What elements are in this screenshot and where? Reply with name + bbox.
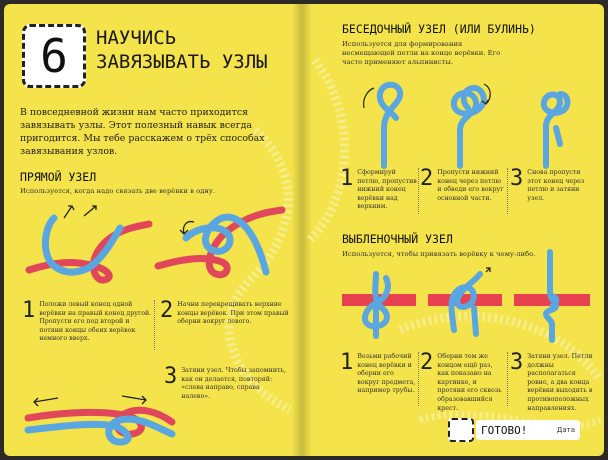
page-title-line1: НАУЧИСЬ	[96, 27, 177, 49]
step-text: Начни перекрещивать верхние концы верёво…	[177, 301, 289, 326]
step-number: 1	[340, 350, 354, 375]
step-text: Пропусти нижний конец через петлю и обве…	[437, 169, 504, 202]
square-knot-step-2: 2 Начни перекрещивать верхние концы верё…	[160, 300, 290, 327]
bowline-step-1: 1 Сформируй петлю, пропустив нижний коне…	[340, 168, 418, 212]
step-separator	[418, 352, 419, 406]
clove-hitch-step-3: 3 Затяни узел. Петли должны располагатьс…	[510, 350, 594, 413]
step-text: Возьми рабочий конец верёвки и оберни ег…	[357, 353, 416, 395]
step-text: Снова пропусти этот конец через петлю и …	[527, 169, 585, 202]
bowline-illustration-1	[363, 81, 404, 169]
bowline-subtitle: Используется для формирования несмещающе…	[342, 40, 501, 66]
square-knot-step-3: 3 Затяни узел. Чтобы запомнить, как он д…	[164, 364, 290, 401]
square-knot-subtitle: Используется, когда надо связать две вер…	[20, 187, 216, 195]
square-knot-title: ПРЯМОЙ УЗЕЛ	[20, 170, 97, 184]
square-knot-illustration-2	[154, 206, 286, 279]
bowline-title: БЕСЕДОЧНЫЙ УЗЕЛ (ИЛИ БУЛИНЬ)	[342, 22, 536, 36]
clove-hitch-step-2: 2 Оберни тем же концом ещё раз, как пока…	[420, 350, 506, 413]
bowline-step-2: 2 Пропусти нижний конец через петлю и об…	[420, 166, 506, 203]
step-separator	[154, 300, 155, 350]
step-number: 2	[160, 298, 174, 323]
step-text: Затяни узел. Чтобы запомнить, как он дел…	[181, 367, 286, 400]
step-text: Сформируй петлю, пропустив нижний конец …	[357, 169, 417, 211]
step-separator	[507, 168, 508, 214]
date-label: Дата	[556, 426, 575, 434]
page-title: НАУЧИСЬ ЗАВЯЗЫВАТЬ УЗЛЫ	[96, 26, 296, 74]
page-title-line2: ЗАВЯЗЫВАТЬ УЗЛЫ	[96, 51, 268, 73]
step-text: Положи левый конец одной верёвки на прав…	[39, 301, 152, 343]
clove-hitch-illustration-1	[342, 271, 416, 339]
step-number: 2	[420, 166, 434, 191]
square-knot-illustration-1	[25, 205, 153, 284]
step-number: 1	[22, 298, 36, 323]
step-number: 2	[420, 350, 434, 375]
done-checkbox[interactable]	[448, 418, 474, 442]
step-separator	[507, 352, 508, 406]
done-box: ГОТОВО! Дата	[448, 416, 580, 444]
step-number: 3	[510, 350, 524, 375]
square-knot-illustration-3	[24, 395, 176, 446]
step-number: 3	[510, 166, 524, 191]
done-label: ГОТОВО!	[481, 423, 528, 437]
done-date-field[interactable]: ГОТОВО! Дата	[476, 420, 580, 440]
bowline-step-3: 3 Снова пропусти этот конец через петлю …	[510, 166, 588, 203]
clove-hitch-illustration-3	[514, 249, 590, 343]
clove-hitch-subtitle: Используется, чтобы привязать верёвку к …	[342, 250, 536, 258]
step-number: 3	[164, 364, 178, 389]
step-text: Затяни узел. Петли должны располагаться …	[527, 353, 593, 412]
clove-hitch-illustration-2	[428, 267, 502, 337]
step-separator	[418, 168, 419, 214]
step-number: 1	[340, 166, 354, 191]
bowline-illustration-2	[450, 83, 491, 169]
intro-text: В повседневной жизни нам часто приходитс…	[20, 107, 265, 157]
step-text: Оберни тем же концом ещё раз, как показа…	[437, 353, 502, 412]
chapter-number: 6	[22, 24, 86, 88]
square-knot-step-1: 1 Положи левый конец одной верёвки на пр…	[22, 300, 152, 344]
clove-hitch-step-1: 1 Возьми рабочий конец верёвки и оберни …	[340, 352, 416, 396]
bowline-illustration-3	[540, 91, 571, 169]
clove-hitch-title: ВЫБЛЕНОЧНЫЙ УЗЕЛ	[342, 232, 453, 246]
